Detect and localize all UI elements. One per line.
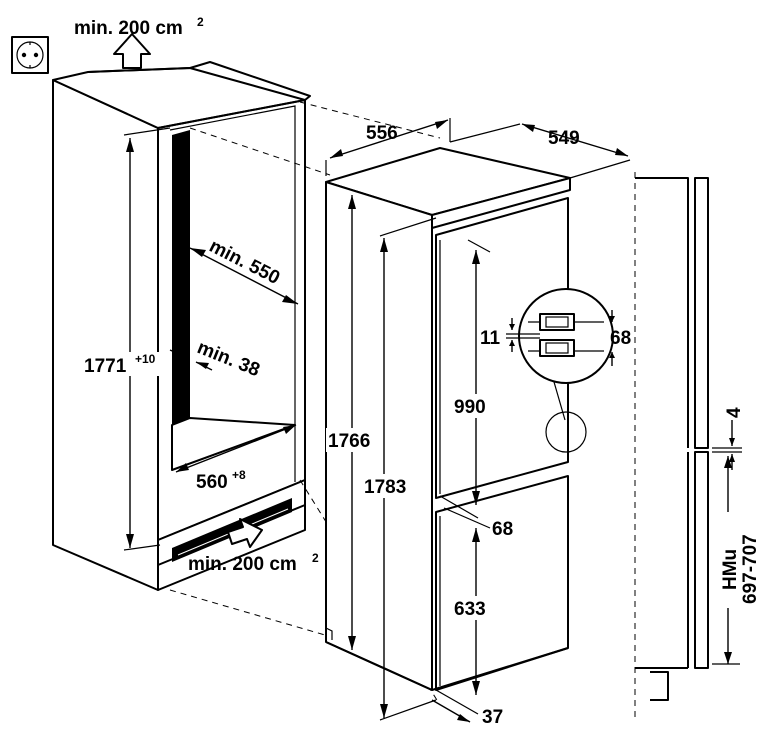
mid-gap-label: 68 [492,519,513,540]
vent-top-superscript: 2 [197,15,204,29]
airflow-in-arrow-icon [227,518,263,548]
niche-height-superscript: +10 [135,352,156,366]
hinge-11-label: 11 [480,328,501,349]
door-upper-dimension [467,239,491,505]
appliance-width-dimension [325,118,451,176]
vent-bottom-superscript: 2 [312,551,319,565]
min-gap-label: min. 38 [194,337,263,381]
hmu-range-label: 697-707 [740,534,761,604]
min-gap-dimension [169,349,213,371]
height-1783-label: 1783 [364,477,406,498]
appliance-depth-label: 549 [548,128,580,149]
niche-height-label: 1771 [84,356,127,377]
niche-width-dimension [175,424,297,473]
airflow-up-arrow-icon [113,33,151,69]
hinge-detail-callout [506,288,615,453]
niche-height-dimension [123,127,171,551]
side-gap-label: 4 [724,407,745,418]
cabinet-niche [52,61,311,591]
height-1766-dimension [348,195,356,650]
fridge-appliance [325,147,571,691]
vent-bottom-label: min. 200 cm [188,554,297,575]
power-socket-icon [11,36,49,74]
min-depth-dimension [189,247,299,305]
bottom-37-label: 37 [482,707,503,728]
appliance-depth-dimension [449,123,631,179]
hinge-68-label: 68 [610,328,631,349]
door-upper-label: 990 [454,397,486,418]
bottom-37-dimension [431,689,479,723]
door-lower-label: 633 [454,599,486,620]
vent-top-label: min. 200 cm [74,18,183,39]
appliance-width-label: 556 [366,123,398,144]
niche-width-label: 560 [196,472,228,493]
side-section-view [634,172,742,720]
niche-width-superscript: +8 [232,468,246,482]
hmu-label: HMu [720,549,741,590]
height-1766-label: 1766 [328,431,370,452]
